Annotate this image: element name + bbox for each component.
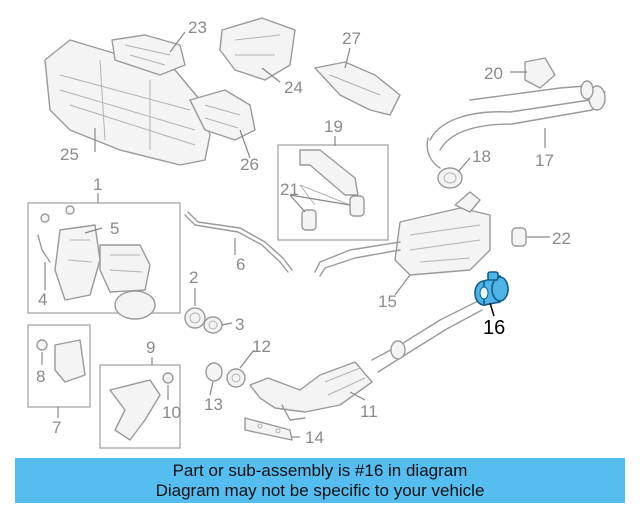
callout-17: 17 <box>535 151 554 170</box>
part-22-hanger <box>511 227 527 247</box>
part-12-gasket <box>226 368 246 388</box>
callout-13: 13 <box>204 395 223 414</box>
callout-14: 14 <box>305 428 324 447</box>
callout-11: 11 <box>360 402 378 421</box>
banner-disclaimer-line: Diagram may not be specific to your vehi… <box>155 480 485 500</box>
part-27-shield <box>314 61 401 116</box>
callout-15: 15 <box>378 292 397 311</box>
callout-26: 26 <box>240 155 259 174</box>
part-19-group-box <box>277 144 389 241</box>
callout-22: 22 <box>552 229 571 248</box>
part-13-gasket <box>205 362 223 382</box>
callout-2: 2 <box>189 268 198 287</box>
leader-lines <box>41 31 550 438</box>
part-17-tailpipe <box>426 80 606 169</box>
callout-27: 27 <box>342 29 361 48</box>
part-18-clamp <box>437 167 463 189</box>
part-7-group-box <box>27 324 91 408</box>
info-banner: Part or sub-assembly is #16 in diagram D… <box>15 458 625 503</box>
part-16-clamp-highlighted <box>474 271 509 306</box>
callout-18: 18 <box>472 147 491 166</box>
callout-7: 7 <box>52 418 61 437</box>
part-14-bracket <box>244 417 293 441</box>
part-24-shield <box>219 17 296 81</box>
callout-19: 19 <box>324 117 343 136</box>
exploded-parts-diagram: 23 24 27 20 25 26 19 18 17 1 21 5 6 22 4… <box>27 17 606 449</box>
part-1-group-box <box>27 202 181 320</box>
callout-4: 4 <box>38 290 47 309</box>
callout-6: 6 <box>236 255 245 274</box>
callout-20: 20 <box>484 64 503 83</box>
part-26-shield <box>189 89 256 141</box>
part-6-pipe <box>184 211 293 273</box>
callout-10: 10 <box>162 403 181 422</box>
callout-23: 23 <box>188 18 207 37</box>
part-15-muffler <box>314 191 491 277</box>
banner-part-line: Part or sub-assembly is #16 in diagram <box>172 460 468 480</box>
callout-1: 1 <box>93 175 102 194</box>
callout-9: 9 <box>146 338 155 357</box>
part-11-front-pipe <box>249 299 483 421</box>
part-2-gasket <box>184 307 206 329</box>
callout-16-highlighted: 16 <box>483 317 505 339</box>
callout-24: 24 <box>284 78 303 97</box>
callout-25: 25 <box>60 145 79 164</box>
callout-21: 21 <box>280 180 299 199</box>
part-9-group-box <box>99 364 181 449</box>
callout-8: 8 <box>36 367 45 386</box>
part-3-gasket <box>203 316 223 334</box>
callout-3: 3 <box>235 315 244 334</box>
callout-12: 12 <box>252 337 271 356</box>
part-23-shield <box>111 34 186 76</box>
part-20-bracket <box>524 57 556 89</box>
callout-5: 5 <box>110 219 119 238</box>
